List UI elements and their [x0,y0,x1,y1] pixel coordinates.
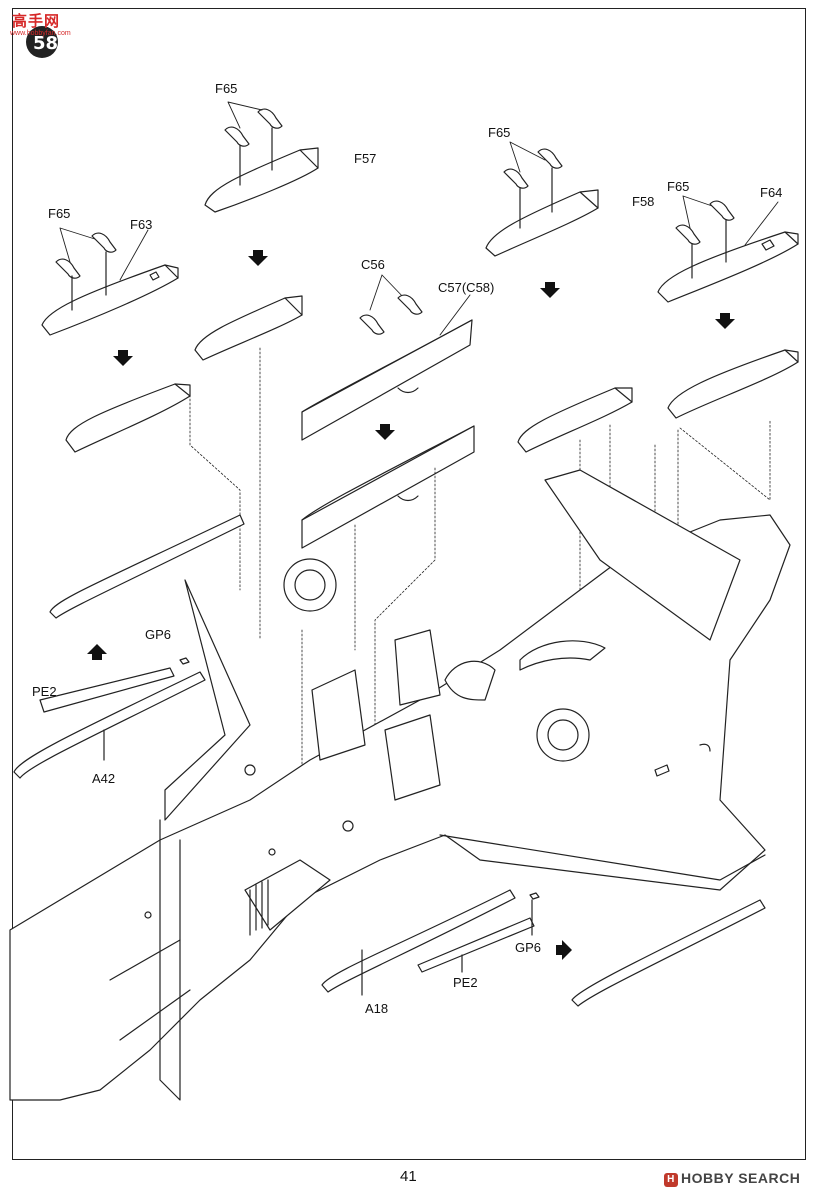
pylon-f57 [204,147,319,213]
hook-c56-icon [359,294,423,335]
page-number: 41 [400,1168,417,1185]
hook-f65-icon [55,232,117,311]
site-logo: 58 高手网 www.hobbyfan.com [4,4,71,60]
pylon-f64 [657,231,799,303]
label-c57: C57(C58) [438,280,495,295]
logo-badge-icon: 58 [26,26,58,58]
hook-f65-icon [675,200,735,279]
label-a42: A42 [92,771,116,786]
label-gp6: GP6 [145,627,172,642]
label-f65: F65 [667,179,690,194]
label-f58: F58 [632,194,655,209]
pylon-c57 [301,319,473,441]
hobby-search-logo-icon: H [664,1173,678,1187]
drop-tank-a18 [321,889,766,1007]
hook-f65-icon [503,148,563,229]
pylon-f58 [485,189,599,257]
watermark-text: HOBBY SEARCH [681,1170,801,1186]
label-f63: F63 [130,217,153,232]
down-arrow-icon [87,250,735,960]
hook-f65-icon [224,108,283,186]
label-pe2: PE2 [453,975,478,990]
logo-subtext: www.hobbyfan.com [10,30,71,37]
label-f57: F57 [354,151,377,166]
pylon-f63 [41,264,179,336]
aircraft-wing [9,469,791,1101]
label-a18: A18 [365,1001,389,1016]
label-gp6: GP6 [515,940,542,955]
logo-text: 高手网 [12,12,61,30]
label-pe2: PE2 [32,684,57,699]
page-frame [12,8,806,1160]
label-f64: F64 [760,185,783,200]
svg-text:58: 58 [33,33,58,54]
drop-tank-a42 [13,514,245,779]
label-f65: F65 [48,206,71,221]
label-c56: C56 [361,257,385,272]
label-f65: F65 [215,81,238,96]
label-f65: F65 [488,125,511,140]
